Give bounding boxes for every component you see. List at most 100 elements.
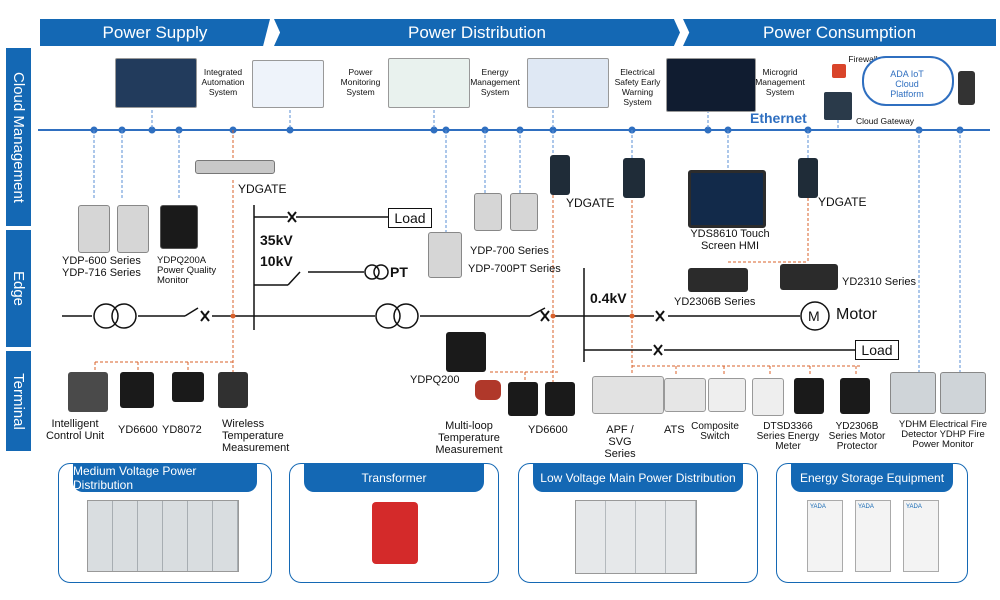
integrated-automation-label: Integrated Automation System: [201, 67, 245, 97]
mobile-phone-icon: [958, 71, 975, 105]
storage-cabinet-1: [807, 500, 843, 572]
icu-device: [68, 372, 108, 412]
banner-distribution-label: Power Distribution: [408, 22, 546, 42]
layer-terminal: Terminal: [6, 351, 31, 451]
firewall-icon: [832, 64, 846, 78]
cloud-icon: [862, 56, 954, 106]
firewall-label: Firewall: [848, 54, 878, 64]
transformer-image: [372, 502, 418, 564]
yd2306b-device: [688, 268, 748, 292]
apf-label: APF / SVG Series: [604, 424, 636, 460]
banner-consumption-label: Power Consumption: [762, 22, 917, 42]
yd2306b-label: YD2306B Series: [674, 296, 756, 308]
yd2306b-motor-device-2: [840, 378, 870, 414]
microgrid-management-label: Microgrid Management System: [755, 67, 805, 97]
yd8072-label: YD8072: [162, 424, 202, 436]
device-links: [94, 130, 860, 382]
ydhm-label: YDHM Electrical Fire Detector YDHP Fire …: [898, 419, 988, 450]
card-storage-title: Energy Storage Equipment: [791, 464, 953, 492]
yd6600-mid2-device: [545, 382, 575, 416]
ydgate-left-label: YDGATE: [238, 182, 287, 196]
microgrid-management-screenshot: [666, 58, 756, 112]
kv35-label: 35kV: [260, 232, 293, 248]
multiloop-sensor-device: [475, 380, 501, 400]
composite-label: Composite Switch: [691, 421, 739, 442]
kv04-label: 0.4kV: [590, 290, 627, 306]
ydp700-device: [474, 193, 502, 231]
ats-label: ATS: [664, 424, 685, 436]
storage-cabinet-2: [855, 500, 891, 572]
card-mv-title: Medium Voltage Power Distribution: [73, 464, 257, 492]
ydgate-right-device: [798, 158, 818, 198]
storage-logo-3: YADA: [906, 504, 922, 510]
safety-warning-screenshot: [527, 58, 609, 108]
gateway-device-2: [623, 158, 645, 198]
storage-cabinet-3: [903, 500, 939, 572]
ydp716-label: YDP-716 Series: [62, 267, 141, 279]
banner-power-distribution: Power Distribution: [274, 19, 680, 46]
mv-switchgear-image: [87, 500, 239, 572]
banner-supply-label: Power Supply: [102, 22, 208, 42]
storage-logo-2: YADA: [858, 504, 874, 510]
banner-power-consumption: Power Consumption: [683, 19, 996, 46]
cloud-platform-label: ADA IoT Cloud Platform: [890, 69, 924, 99]
load-box-top: Load: [388, 208, 432, 228]
yd6600-mid-label: YD6600: [528, 424, 568, 436]
ydpq200a-label: YDPQ200A Power Quality Monitor: [157, 255, 217, 286]
yd6600-left-device: [120, 372, 154, 408]
composite-switch-device: [708, 378, 746, 412]
energy-management-label: Energy Management System: [470, 67, 520, 97]
ydpq200-label: YDPQ200: [410, 374, 460, 386]
pt-symbol: [364, 264, 389, 280]
card-energy-storage: Energy Storage Equipment YADA YADA YADA: [776, 463, 968, 583]
integrated-automation-screenshot: [115, 58, 197, 108]
multiloop-label: Multi-loop Temperature Measurement: [435, 420, 503, 456]
yd2310-label: YD2310 Series: [842, 276, 916, 288]
yd2310-device: [780, 264, 838, 290]
dtsd3366-device: [752, 378, 784, 416]
yd2306b-motor-label: YD2306B Series Motor Protector: [828, 421, 886, 452]
ydhm-device: [890, 372, 936, 414]
card-lv-title: Low Voltage Main Power Distribution: [533, 464, 743, 492]
motor-symbol: M: [808, 308, 820, 324]
ydp600-label: YDP-600 Series: [62, 255, 141, 267]
yd8072-device: [172, 372, 204, 402]
ydpq200a-device: [160, 205, 198, 249]
ats-device: [664, 378, 706, 412]
ydgate-right-label: YDGATE: [818, 195, 867, 209]
lv-switchgear-image: [575, 500, 697, 574]
yds8610-label: YDS8610 Touch Screen HMI: [690, 228, 770, 252]
energy-management-screenshot: [388, 58, 470, 108]
ydpq200-device: [446, 332, 486, 372]
yd6600-left-label: YD6600: [118, 424, 158, 436]
yd2306b-motor-device-1: [794, 378, 824, 414]
ydgate-mid-label: YDGATE: [566, 196, 615, 210]
dtsd3366-label: DTSD3366 Series Energy Meter: [756, 421, 820, 452]
ethernet-drops: [93, 100, 961, 372]
ydgate-mid-device: [550, 155, 570, 195]
cloud-gateway-device: [824, 92, 852, 120]
ydp700-panel-device: [428, 232, 462, 278]
ydp700pt-label: YDP-700PT Series: [468, 263, 561, 275]
card-lv-distribution: Low Voltage Main Power Distribution: [518, 463, 758, 583]
pt-label: PT: [390, 264, 408, 280]
card-transformer-title: Transformer: [304, 464, 484, 492]
ydp700pt-device: [510, 193, 538, 231]
hv-feeder: [62, 205, 855, 362]
apf-svg-device: [592, 376, 664, 414]
cloud-gateway-label: Cloud Gateway: [855, 116, 915, 126]
breaker-crosses: [200, 211, 665, 356]
ydgate-rack-device: [195, 160, 275, 174]
ydp716-device: [117, 205, 149, 253]
safety-warning-label: Electrical Safety Early Warning System: [614, 67, 661, 107]
card-transformer: Transformer: [289, 463, 499, 583]
layer-cloud-management: Cloud Management: [6, 48, 31, 226]
card-mv-distribution: Medium Voltage Power Distribution: [58, 463, 272, 583]
storage-logo-1: YADA: [810, 504, 826, 510]
layer-edge: Edge: [6, 230, 31, 347]
load-box-bottom: Load: [855, 340, 899, 360]
ydhp-device: [940, 372, 986, 414]
wireless-temp-device: [218, 372, 248, 408]
kv10-label: 10kV: [260, 253, 293, 269]
